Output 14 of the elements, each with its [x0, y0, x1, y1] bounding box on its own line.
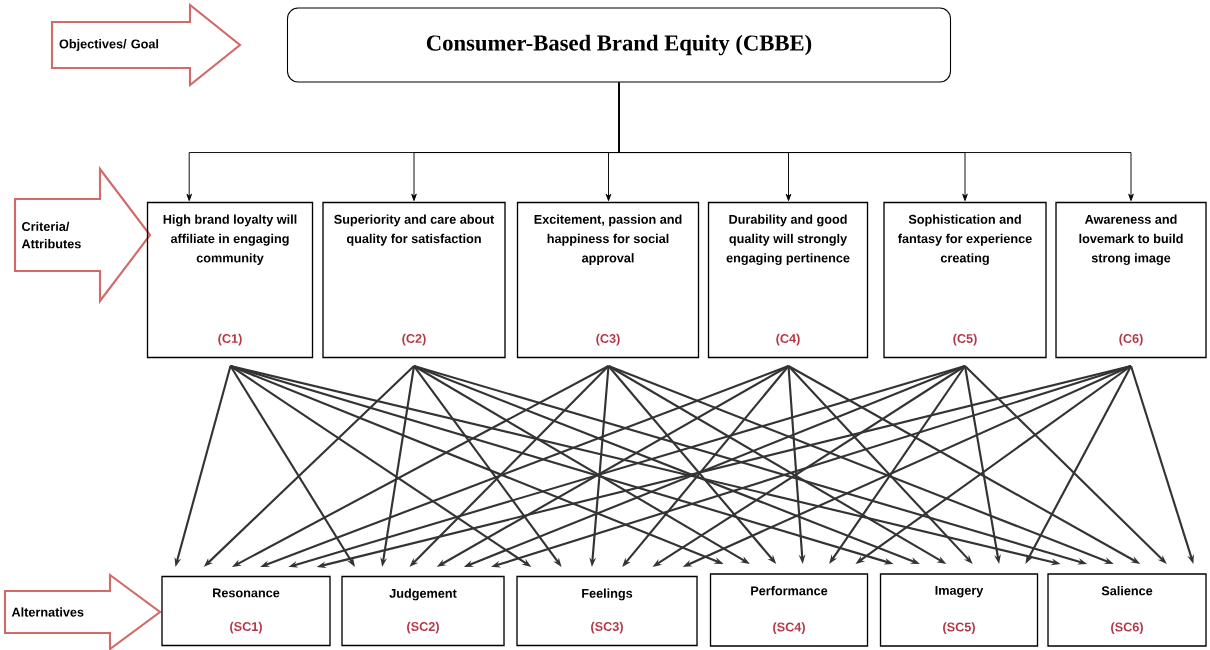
criteria-box: High brand loyalty will affiliate in engaging community (C1) [146, 201, 314, 359]
criteria-box: Superiority and care about quality for satisfaction (C2) [322, 201, 506, 359]
alternative-box: Imagery (SC5) [879, 573, 1039, 647]
criteria-box: Sophistication and fantasy for experience creating (C5) [883, 201, 1047, 359]
criteria-box: Awareness and lovemark to build strong image (C6) [1055, 201, 1207, 359]
arrow [618, 82, 1134, 202]
criteria-box: Excitement, passion and happiness for social approval (C3) [516, 201, 700, 359]
goal-box: Consumer-Based Brand Equity (CBBE) [286, 7, 952, 83]
alternative-box: Salience (SC6) [1047, 573, 1207, 647]
criteria-box: Durability and good quality will strongly engaging pertinence (C4) [707, 201, 869, 359]
alternative-box: Judgement (SC2) [341, 575, 505, 647]
alternative-box: Feelings (SC3) [516, 575, 698, 647]
alternative-box: Resonance (SC1) [161, 575, 331, 647]
alternative-box: Performance (SC4) [709, 573, 869, 647]
